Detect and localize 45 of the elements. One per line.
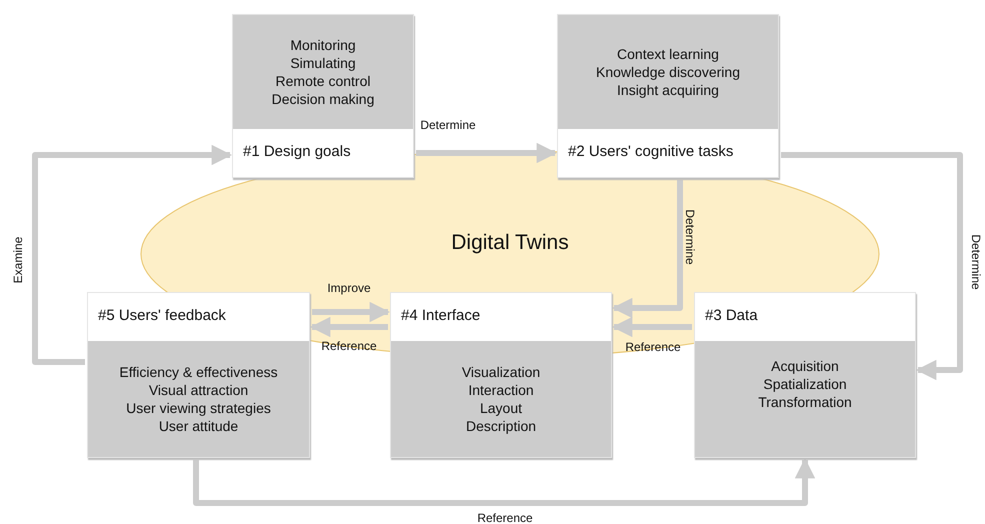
step-item: Transformation	[758, 393, 852, 411]
step-heading: #3 Data	[705, 307, 758, 324]
arrow	[193, 458, 816, 506]
edge-label: Reference	[321, 339, 377, 353]
edge-label: Determine	[683, 209, 697, 265]
step-item: Simulating	[290, 54, 356, 72]
arrow	[310, 316, 388, 338]
arrow	[312, 302, 390, 322]
step-item: Monitoring	[290, 36, 356, 54]
step-item: Acquisition	[771, 357, 839, 375]
arrow	[612, 180, 683, 318]
region-title: Digital Twins	[451, 231, 569, 255]
arrow	[32, 144, 232, 365]
edge-label: Examine	[11, 236, 25, 284]
arrow	[416, 142, 558, 164]
step-item: Context learning	[617, 45, 719, 63]
arrow	[781, 152, 963, 380]
step-item: Remote control	[276, 72, 370, 90]
edge-label: Improve	[327, 281, 371, 295]
step-item: User attitude	[158, 417, 238, 435]
step-heading: #1 Design goals	[243, 143, 351, 160]
step-item: Description	[466, 417, 536, 435]
step-item: Decision making	[272, 90, 374, 108]
step-item: Visualization	[462, 363, 540, 381]
step-item: Knowledge discovering	[596, 63, 740, 81]
step-item: Efficiency & effectiveness	[119, 363, 278, 381]
step-heading: #5 Users' feedback	[98, 307, 226, 324]
arrow	[612, 316, 692, 338]
step-item: Spatialization	[763, 375, 847, 393]
edge-label: Reference	[477, 511, 533, 524]
step-card	[87, 292, 310, 458]
step-item: Insight acquiring	[617, 81, 719, 99]
step-item: Layout	[480, 399, 522, 417]
step-card	[694, 292, 916, 458]
step-item: Visual attraction	[148, 381, 248, 399]
edge-label: Determine	[969, 234, 983, 290]
edge-label: Determine	[420, 118, 476, 132]
step-card	[390, 292, 612, 458]
step-heading: #2 Users' cognitive tasks	[568, 143, 734, 160]
step-item: User viewing strategies	[126, 399, 271, 417]
step-heading: #4 Interface	[401, 307, 480, 324]
edge-label: Reference	[625, 340, 681, 354]
step-item: Interaction	[468, 381, 534, 399]
step-card	[557, 14, 779, 178]
step-card	[232, 14, 414, 178]
